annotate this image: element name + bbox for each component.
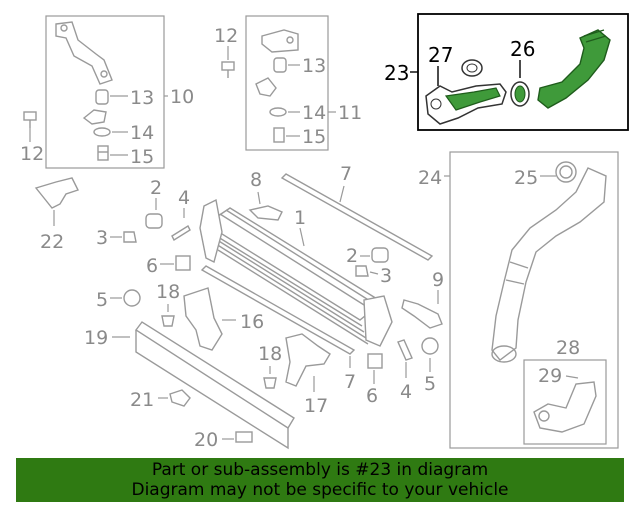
callout-11: 11	[338, 102, 362, 124]
callout-29: 29	[538, 365, 562, 387]
green-hose	[537, 29, 611, 109]
group-box-10	[45, 15, 165, 169]
screw-3b	[355, 265, 369, 277]
callout-17: 17	[304, 395, 328, 417]
callout-22: 22	[40, 231, 64, 253]
pin-4b	[397, 339, 413, 361]
bracket-part-11	[261, 29, 299, 53]
callout-26: 26	[510, 37, 535, 61]
callout-5a: 5	[96, 289, 108, 311]
callout-8: 8	[250, 169, 262, 191]
callout-4b: 4	[400, 381, 412, 403]
callout-24: 24	[418, 167, 442, 189]
group-box-11	[245, 15, 329, 151]
callout-28: 28	[556, 337, 580, 359]
bolt-12a	[221, 61, 235, 78]
callout-14b: 14	[302, 102, 326, 124]
banner-line-1: Part or sub-assembly is #23 in diagram	[151, 460, 489, 480]
info-banner: Part or sub-assembly is #23 in diagram D…	[16, 458, 624, 502]
deflector-panel-19	[134, 321, 295, 429]
callout-10: 10	[170, 86, 194, 108]
callout-1: 1	[294, 207, 306, 229]
nut-5b	[421, 337, 439, 355]
bolt-15b	[273, 127, 285, 143]
deflector-16	[183, 287, 223, 351]
group-box-28	[523, 359, 607, 445]
callout-7a: 7	[340, 163, 352, 185]
callout-27: 27	[428, 43, 453, 67]
isolator-2b	[371, 247, 389, 263]
callout-7b: 7	[344, 371, 356, 393]
bolt-6a	[175, 255, 191, 271]
clip-part	[82, 109, 107, 125]
seal-ring-27	[461, 59, 483, 77]
callout-18b: 18	[258, 343, 282, 365]
callout-15a: 15	[130, 146, 154, 168]
intercooler-tube-24	[491, 167, 607, 363]
callout-12b: 12	[20, 143, 44, 165]
intercooler-core	[199, 198, 393, 347]
callout-3a: 3	[96, 227, 108, 249]
callout-14a: 14	[130, 122, 154, 144]
bracket-part	[55, 21, 113, 85]
isolator-2a	[145, 213, 163, 229]
bracket-21	[169, 389, 191, 407]
o-ring-25	[555, 161, 577, 183]
seal-strip-7b	[200, 265, 356, 355]
wire-harness-22	[34, 177, 79, 209]
bracket-8	[248, 205, 283, 221]
callout-15b: 15	[302, 126, 326, 148]
washer-14b	[269, 107, 287, 117]
bolt-15a	[97, 145, 109, 161]
callout-5b: 5	[424, 373, 436, 395]
bracket-9	[401, 299, 443, 329]
callout-13a: 13	[130, 87, 154, 109]
group-box-24	[449, 151, 619, 449]
callout-16: 16	[240, 311, 264, 333]
callout-19: 19	[84, 327, 108, 349]
bolt-6b	[367, 353, 383, 369]
banner-line-2: Diagram may not be specific to your vehi…	[131, 480, 509, 500]
isolator-13a	[95, 89, 109, 105]
clip-18a	[161, 315, 175, 327]
callout-4a: 4	[178, 187, 190, 209]
callout-2b: 2	[346, 245, 358, 267]
callout-6b: 6	[366, 385, 378, 407]
callout-25: 25	[514, 167, 538, 189]
callout-13b: 13	[302, 55, 326, 77]
parts-diagram: 13 14 15 10 12 12 13 14	[20, 13, 629, 451]
air-duct-tube-27	[425, 83, 507, 125]
callout-23: 23	[384, 61, 409, 85]
bolt-20	[235, 431, 253, 443]
pin-4a	[171, 224, 191, 242]
clamp-26	[510, 81, 530, 107]
deflector-17	[285, 333, 331, 387]
callout-12a: 12	[214, 25, 238, 47]
air-duct-29	[533, 381, 597, 433]
callout-20: 20	[194, 429, 218, 451]
callout-6a: 6	[146, 255, 158, 277]
callout-2a: 2	[150, 177, 162, 199]
clip-part-11	[255, 77, 277, 97]
callout-21: 21	[130, 389, 154, 411]
screw-3a	[123, 231, 137, 243]
clip-18b	[263, 377, 277, 389]
washer-14a	[93, 127, 111, 137]
bolt-12b	[23, 111, 37, 128]
nut-5a	[123, 289, 141, 307]
callout-9: 9	[432, 269, 444, 291]
isolator-13b	[273, 57, 287, 73]
callout-3b: 3	[380, 265, 392, 287]
seal-strip-7a	[280, 173, 434, 261]
callout-18a: 18	[156, 281, 180, 303]
